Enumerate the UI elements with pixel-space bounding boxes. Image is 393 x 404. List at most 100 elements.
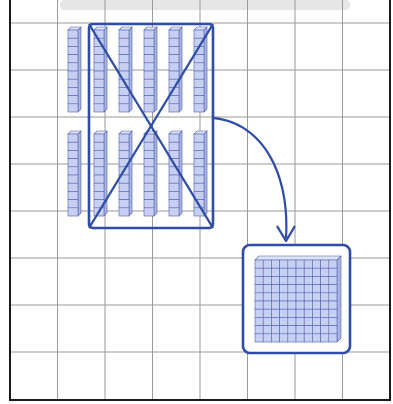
rod-unit-cube xyxy=(68,200,78,208)
flat-unit-square xyxy=(329,334,337,342)
flat-unit-square xyxy=(280,326,288,334)
rod-unit-cube xyxy=(94,150,104,158)
flat-unit-square xyxy=(255,285,263,293)
flat-unit-square xyxy=(255,301,263,309)
rod-unit-cube xyxy=(94,134,104,142)
rod-side-face xyxy=(78,27,81,112)
rod-unit-cube xyxy=(194,150,204,158)
flat-unit-square xyxy=(288,293,296,301)
rod-unit-cube xyxy=(68,30,78,38)
rod-unit-cube xyxy=(194,167,204,175)
rod-unit-cube xyxy=(119,191,129,199)
flat-unit-square xyxy=(321,293,329,301)
rod-unit-cube xyxy=(144,175,154,183)
flat-unit-square xyxy=(288,260,296,268)
flat-unit-square xyxy=(271,293,279,301)
flat-unit-square xyxy=(312,293,320,301)
rod-unit-cube xyxy=(194,159,204,167)
arrow-curve xyxy=(213,118,286,238)
flat-unit-square xyxy=(280,301,288,309)
rod-unit-cube xyxy=(119,104,129,112)
rod-unit-cube xyxy=(169,71,179,79)
flat-unit-square xyxy=(255,293,263,301)
rod-unit-cube xyxy=(144,183,154,191)
flat-unit-square xyxy=(304,326,312,334)
ten-rod xyxy=(68,131,81,216)
rod-unit-cube xyxy=(94,96,104,104)
ten-rod xyxy=(169,27,182,112)
rod-unit-cube xyxy=(144,96,154,104)
rod-unit-cube xyxy=(169,38,179,46)
flat-unit-square xyxy=(263,326,271,334)
flat-unit-square xyxy=(271,334,279,342)
flat-unit-square xyxy=(296,293,304,301)
flat-unit-square xyxy=(321,268,329,276)
rod-unit-cube xyxy=(169,200,179,208)
rod-unit-cube xyxy=(194,63,204,71)
flat-unit-square xyxy=(296,309,304,317)
rod-unit-cube xyxy=(94,142,104,150)
rod-unit-cube xyxy=(94,104,104,112)
rod-unit-cube xyxy=(144,167,154,175)
rod-unit-cube xyxy=(169,46,179,54)
flat-unit-square xyxy=(263,293,271,301)
flat-unit-square xyxy=(280,260,288,268)
flat-unit-square xyxy=(288,309,296,317)
flat-unit-square xyxy=(312,301,320,309)
rod-unit-cube xyxy=(68,150,78,158)
rod-side-face xyxy=(179,27,182,112)
rod-unit-cube xyxy=(169,55,179,63)
flat-unit-square xyxy=(304,301,312,309)
flat-unit-square xyxy=(312,317,320,325)
rod-unit-cube xyxy=(194,96,204,104)
rod-side-face xyxy=(129,131,132,216)
rod-unit-cube xyxy=(94,63,104,71)
rod-unit-cube xyxy=(194,87,204,95)
flat-unit-square xyxy=(271,260,279,268)
rod-side-face xyxy=(154,27,157,112)
ten-rod xyxy=(194,131,207,216)
rod-unit-cube xyxy=(194,183,204,191)
rod-side-face xyxy=(78,131,81,216)
flat-unit-square xyxy=(280,334,288,342)
rod-unit-cube xyxy=(144,208,154,216)
flat-unit-square xyxy=(296,317,304,325)
rod-unit-cube xyxy=(144,142,154,150)
rod-unit-cube xyxy=(94,183,104,191)
top-strip xyxy=(60,0,350,10)
flat-unit-square xyxy=(255,260,263,268)
flat-unit-square xyxy=(271,276,279,284)
rod-unit-cube xyxy=(144,87,154,95)
flat-unit-square xyxy=(321,317,329,325)
flat-unit-square xyxy=(296,285,304,293)
rod-unit-cube xyxy=(194,134,204,142)
flat-unit-square xyxy=(312,276,320,284)
rod-unit-cube xyxy=(94,79,104,87)
ten-rod xyxy=(144,131,157,216)
rod-unit-cube xyxy=(144,63,154,71)
rod-unit-cube xyxy=(194,175,204,183)
flat-unit-square xyxy=(321,301,329,309)
rod-unit-cube xyxy=(94,87,104,95)
rod-unit-cube xyxy=(169,191,179,199)
flat-unit-square xyxy=(263,309,271,317)
rod-unit-cube xyxy=(194,79,204,87)
rod-unit-cube xyxy=(68,159,78,167)
flat-unit-square xyxy=(304,268,312,276)
flat-unit-square xyxy=(304,317,312,325)
rod-unit-cube xyxy=(94,55,104,63)
flat-unit-square xyxy=(329,301,337,309)
rod-unit-cube xyxy=(94,159,104,167)
flat-unit-square xyxy=(255,326,263,334)
rod-unit-cube xyxy=(119,96,129,104)
flat-unit-square xyxy=(296,301,304,309)
rod-side-face xyxy=(129,27,132,112)
flat-unit-square xyxy=(255,309,263,317)
flat-unit-square xyxy=(321,276,329,284)
flat-unit-square xyxy=(280,276,288,284)
rod-unit-cube xyxy=(119,38,129,46)
rod-unit-cube xyxy=(68,104,78,112)
ten-rod xyxy=(94,27,107,112)
